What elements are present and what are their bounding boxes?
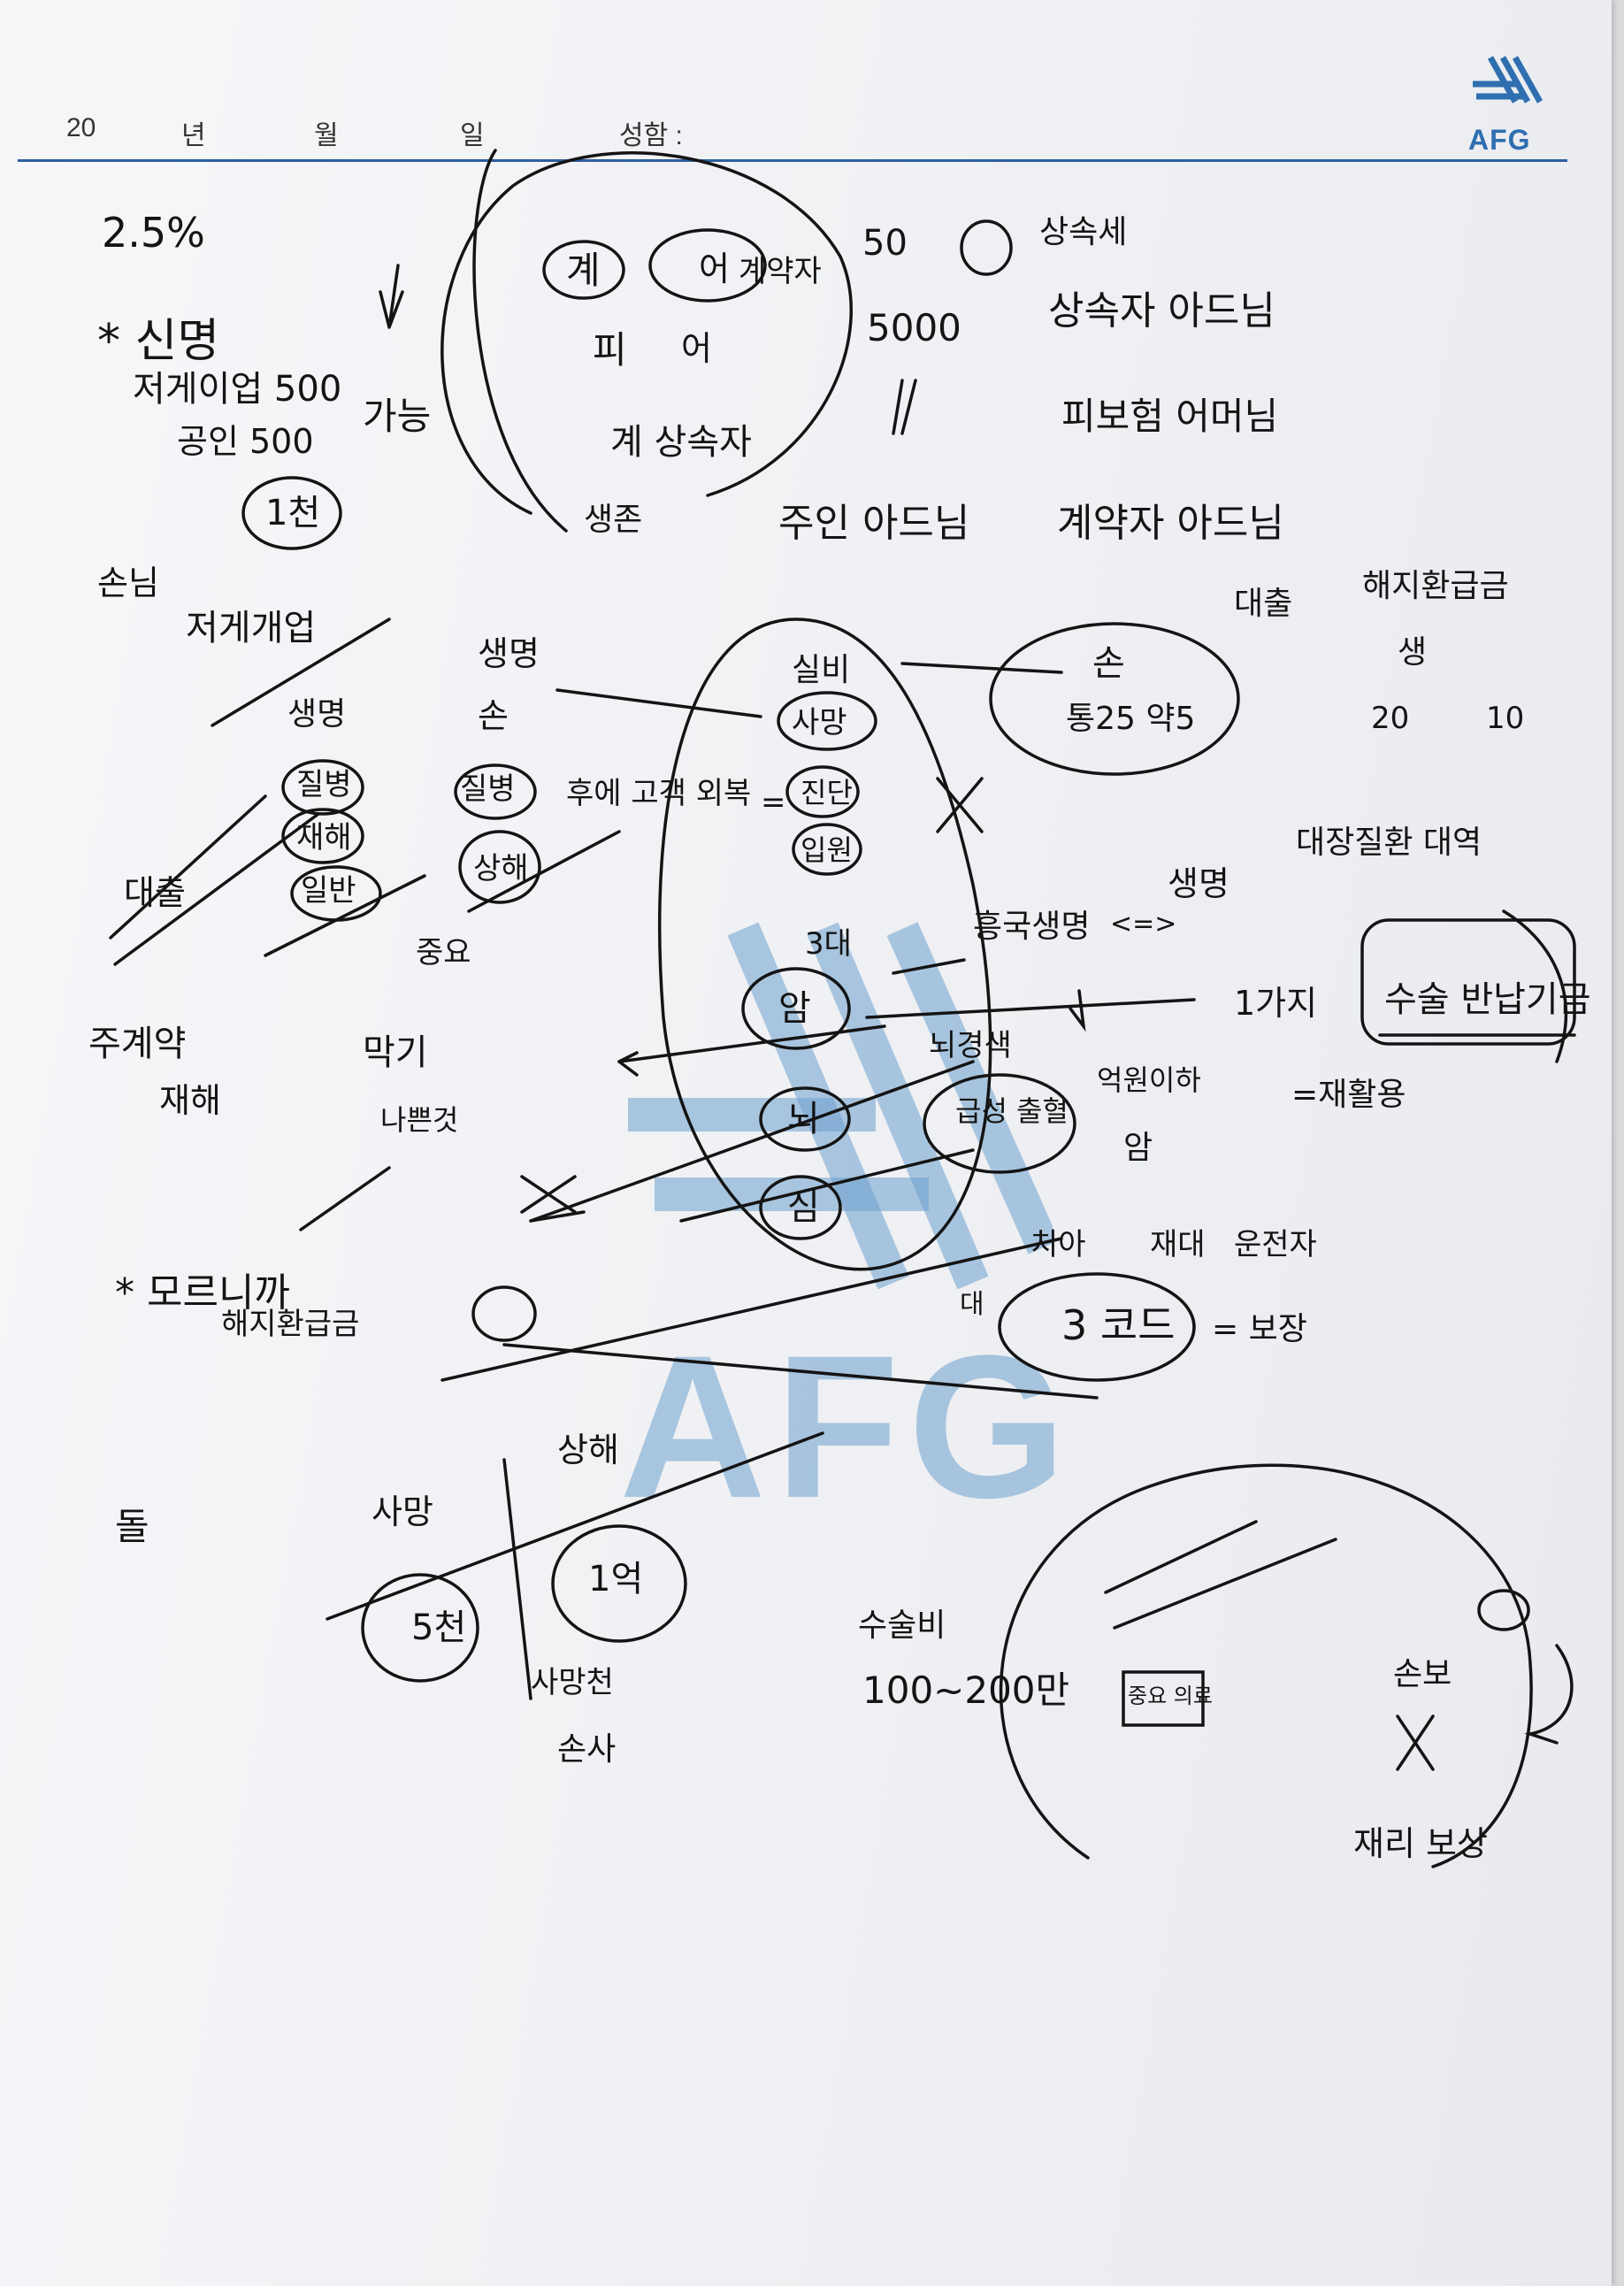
- note-sonsa: 손사: [557, 1731, 617, 1768]
- note-5000: 5000: [867, 306, 961, 349]
- note-heir: 계 상속자: [610, 422, 752, 463]
- note-10: 10: [1486, 701, 1525, 736]
- note-hand: 손: [1092, 643, 1125, 684]
- note-am: 암: [1123, 1130, 1153, 1166]
- note-eq: =: [761, 785, 786, 820]
- note-general: 일반: [301, 873, 356, 909]
- afg-logo-text: AFG: [1468, 124, 1531, 156]
- note-diag: 진단: [801, 776, 853, 809]
- note-5cheon: 5천: [411, 1607, 467, 1648]
- note-contractor-a: 계: [566, 249, 601, 292]
- note-juje: 주계약: [88, 1024, 187, 1064]
- note-disease-1: 질병: [296, 767, 352, 802]
- note-jaeri: 재리 보상: [1353, 1824, 1488, 1863]
- note-dol: 돌: [115, 1505, 149, 1548]
- note-insured-a: 피: [593, 328, 627, 372]
- note-death: 사망: [792, 705, 847, 740]
- note-range: 100~200만: [862, 1668, 1070, 1712]
- note-cert: 1천: [265, 493, 321, 533]
- year-label: 20: [66, 113, 96, 142]
- note-pension: 상속세: [1039, 214, 1128, 250]
- note-cancer: 암: [778, 988, 811, 1029]
- note-bad: 나쁜것: [380, 1103, 459, 1137]
- month-unit: 월: [314, 121, 339, 150]
- note-survival: 생존: [584, 502, 643, 538]
- name-label: 성함 :: [619, 121, 683, 150]
- note-un: 운전자: [1234, 1227, 1317, 1262]
- note-bug: = 보장: [1212, 1311, 1307, 1347]
- note-injury: 상해: [473, 851, 529, 886]
- note-50: 50: [862, 223, 908, 264]
- note-jungbu: 중요 의료: [1128, 1684, 1213, 1708]
- note-sil: 실비: [792, 652, 851, 688]
- note-stroke: 뇌경색: [929, 1028, 1012, 1063]
- note-saeng: 생: [1398, 634, 1428, 671]
- note-savings: 저게이업 500: [133, 369, 342, 410]
- note-eq-rehab: =재활용: [1291, 1077, 1406, 1113]
- note-outpatient: 후에 고객 외복: [566, 776, 752, 811]
- note-tong: 통25 약5: [1066, 701, 1196, 737]
- note-life-1: 생명: [478, 634, 540, 673]
- note-1eok: 1억: [588, 1559, 644, 1599]
- header-rule: [18, 159, 1567, 162]
- note-20: 20: [1371, 701, 1410, 736]
- note-not-heir: 상속자 아드님: [1048, 288, 1275, 334]
- note-loan-top: 대출: [1234, 586, 1293, 622]
- note-contract-label: 계약자: [739, 254, 822, 289]
- note-haji: 해지환급금: [221, 1307, 360, 1342]
- year-unit: 년: [181, 121, 206, 150]
- note-public: 공인 500: [177, 422, 314, 461]
- note-block: 막기: [363, 1032, 428, 1073]
- note-mo: * 모르니까: [115, 1270, 290, 1316]
- note-surgery-fee: 수술비: [858, 1607, 946, 1644]
- note-sonbo: 손보: [1393, 1656, 1452, 1692]
- note-possible: 가능: [363, 395, 432, 438]
- note-contractor-b: 어: [699, 249, 730, 288]
- note-surgery-return: 수술 반납기금: [1384, 979, 1591, 1020]
- note-gift: 손님: [97, 564, 159, 602]
- afg-logo-icon: [1473, 56, 1544, 104]
- note-jae: 재대: [1150, 1227, 1206, 1262]
- note-life-2: 생명: [287, 696, 347, 733]
- note-disaster-2: 재해: [159, 1081, 221, 1120]
- note-death-2: 사망: [372, 1492, 433, 1531]
- note-disaster: 재해: [296, 820, 352, 855]
- note-important: 중요: [416, 935, 471, 970]
- note-brain: 뇌: [787, 1099, 820, 1139]
- note-loan: 대출: [124, 873, 186, 912]
- note-contractor-son: 계약자 아드님: [1057, 501, 1284, 546]
- note-death-cheon: 사망천: [531, 1665, 614, 1700]
- note-great-disease: 대장질환 대역: [1296, 825, 1482, 861]
- note-disease-2: 질병: [460, 771, 516, 807]
- watermark-text: AFG: [619, 1313, 1076, 1540]
- note-dae: 대: [960, 1289, 984, 1320]
- day-unit: 일: [460, 121, 485, 150]
- note-owner-son: 주인 아드님: [778, 501, 970, 546]
- note-one-thing: 1가지: [1234, 984, 1318, 1023]
- note-savings-risk: 저게개업: [186, 608, 317, 648]
- note-insured-mom: 피보험 어머님: [1061, 395, 1279, 438]
- note-chi: 치아: [1030, 1227, 1086, 1262]
- note-three-code: 3 코드: [1061, 1301, 1176, 1349]
- note-son: 손: [478, 696, 509, 735]
- note-three: 3대: [805, 926, 852, 962]
- note-eok: 억원이하: [1097, 1063, 1201, 1097]
- note-jinbi: 입원: [801, 833, 853, 867]
- note-life-mid: 생명: [1168, 864, 1229, 903]
- note-acute: 급성 출혈: [955, 1094, 1069, 1128]
- note-haeji-top: 해지환급금: [1362, 568, 1509, 604]
- note-heungguk: 흥국생명: [973, 909, 1091, 945]
- note-insured-b: 어: [681, 329, 712, 368]
- note-heart: 심: [787, 1187, 820, 1228]
- note-injury-2: 상해: [557, 1431, 619, 1469]
- note-equal-arrow: <=>: [1110, 909, 1177, 940]
- note-pct: 2.5%: [102, 209, 205, 257]
- note-life-star: * 신명: [97, 315, 220, 368]
